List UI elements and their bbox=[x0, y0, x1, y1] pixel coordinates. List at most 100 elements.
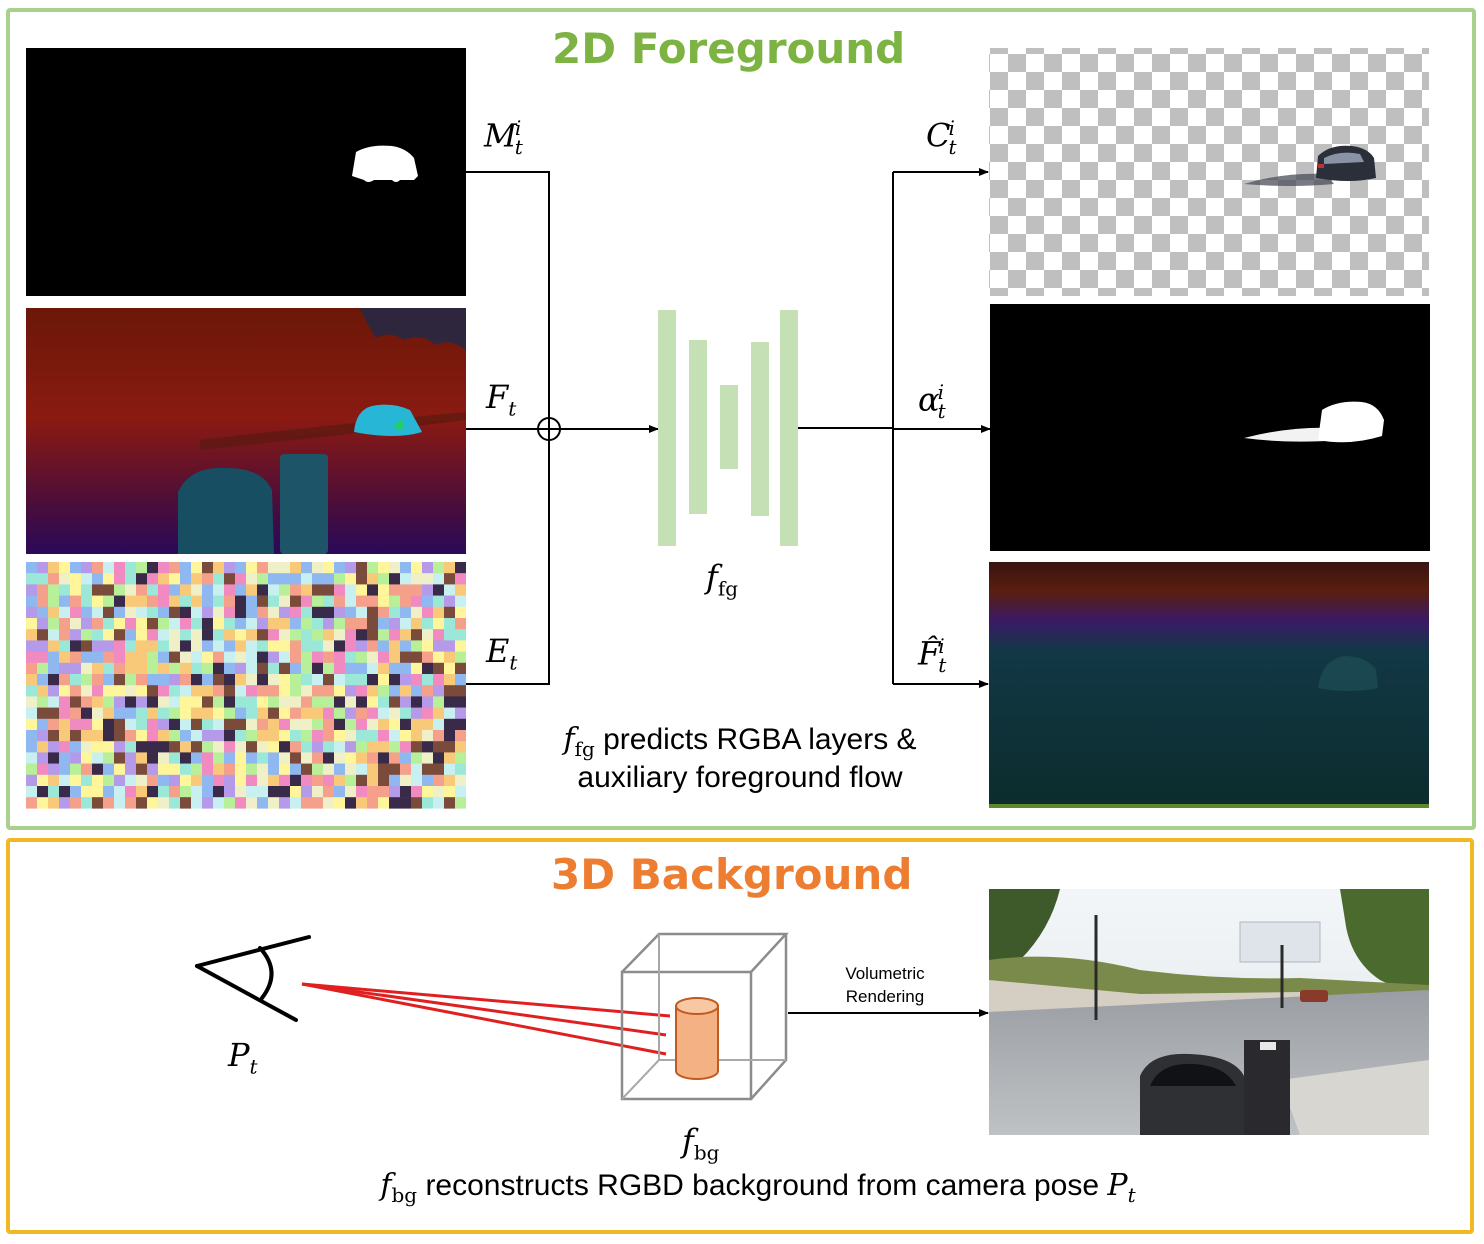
embedding-cell bbox=[26, 730, 37, 742]
embedding-cell bbox=[290, 640, 301, 652]
embedding-cell bbox=[411, 685, 422, 697]
embedding-cell bbox=[323, 629, 334, 641]
embedding-cell bbox=[323, 685, 334, 697]
embedding-cell bbox=[257, 718, 268, 731]
embedding-cell bbox=[235, 763, 246, 775]
embedding-cell bbox=[136, 651, 147, 663]
embedding-cell bbox=[26, 774, 37, 787]
embedding-cell bbox=[422, 718, 433, 731]
embedding-cell bbox=[411, 774, 422, 787]
embedding-cell bbox=[290, 595, 301, 607]
embedding-cell bbox=[312, 629, 323, 641]
embedding-cell bbox=[455, 674, 466, 686]
embedding-cell bbox=[257, 685, 268, 697]
embedding-cell bbox=[345, 718, 356, 731]
embedding-cell bbox=[180, 797, 191, 809]
embedding-cell bbox=[312, 718, 323, 731]
embedding-cell bbox=[279, 562, 290, 574]
embedding-cell bbox=[279, 741, 290, 753]
embedding-cell bbox=[422, 562, 433, 574]
embedding-cell bbox=[389, 797, 400, 809]
embedding-cell bbox=[202, 606, 213, 619]
embedding-cell bbox=[411, 763, 422, 775]
embedding-cell bbox=[125, 774, 136, 787]
embedding-cell bbox=[213, 674, 224, 686]
embedding-cell bbox=[301, 685, 312, 697]
embedding-cell bbox=[334, 685, 345, 697]
embedding-cell bbox=[92, 606, 103, 619]
embedding-cell bbox=[59, 774, 70, 787]
embedding-cell bbox=[290, 774, 301, 787]
embedding-cell bbox=[323, 786, 334, 798]
car-window bbox=[1324, 152, 1364, 164]
embedding-cell bbox=[378, 786, 389, 798]
embedding-cell bbox=[224, 763, 235, 775]
embedding-cell bbox=[301, 741, 312, 753]
embedding-cell bbox=[400, 618, 411, 630]
embedding-cell bbox=[323, 618, 334, 630]
embedding-cell bbox=[180, 584, 191, 596]
unet-bar-2 bbox=[689, 340, 707, 514]
embedding-cell bbox=[268, 674, 279, 686]
embedding-cell bbox=[92, 662, 103, 675]
embedding-cell bbox=[147, 606, 158, 619]
embedding-cell bbox=[202, 741, 213, 753]
embedding-cell bbox=[92, 595, 103, 607]
embedding-cell bbox=[455, 651, 466, 663]
embedding-cell bbox=[433, 685, 444, 697]
embedding-cell bbox=[378, 651, 389, 663]
embedding-cell bbox=[114, 797, 125, 809]
embedding-cell bbox=[301, 674, 312, 686]
embedding-cell bbox=[147, 718, 158, 731]
embedding-cell bbox=[125, 606, 136, 619]
embedding-cell bbox=[202, 595, 213, 607]
embedding-cell bbox=[334, 562, 345, 574]
embedding-cell bbox=[268, 741, 279, 753]
embedding-cell bbox=[180, 640, 191, 652]
embedding-cell bbox=[180, 741, 191, 753]
embedding-cell bbox=[169, 741, 180, 753]
embedding-cell bbox=[213, 651, 224, 663]
embedding-cell bbox=[147, 752, 158, 764]
embedding-cell bbox=[125, 763, 136, 775]
embedding-cell bbox=[59, 707, 70, 719]
embedding-cell bbox=[26, 707, 37, 719]
embedding-cell bbox=[356, 595, 367, 607]
flow-car-highlight bbox=[392, 418, 404, 430]
embedding-cell bbox=[389, 696, 400, 708]
embedding-cell bbox=[367, 763, 378, 775]
embedding-cell bbox=[312, 763, 323, 775]
embedding-cell bbox=[70, 696, 81, 708]
embedding-cell bbox=[411, 584, 422, 596]
embedding-cell bbox=[301, 640, 312, 652]
embedding-cell bbox=[235, 797, 246, 809]
embedding-cell bbox=[169, 629, 180, 641]
embedding-cell bbox=[202, 797, 213, 809]
embedding-cell bbox=[367, 662, 378, 675]
embedding-cell bbox=[433, 573, 444, 585]
embedding-cell bbox=[213, 786, 224, 798]
embedding-cell bbox=[26, 674, 37, 686]
embedding-cell bbox=[345, 606, 356, 619]
embedding-cell bbox=[290, 730, 301, 742]
embedding-cell bbox=[279, 752, 290, 764]
embedding-cell bbox=[433, 629, 444, 641]
embedding-cell bbox=[202, 651, 213, 663]
embedding-cell bbox=[180, 696, 191, 708]
embedding-cell bbox=[158, 696, 169, 708]
embedding-cell bbox=[246, 573, 257, 585]
embedding-cell bbox=[125, 797, 136, 809]
embedding-cell bbox=[213, 696, 224, 708]
embedding-cell bbox=[345, 629, 356, 641]
embedding-cell bbox=[246, 730, 257, 742]
embedding-cell bbox=[279, 573, 290, 585]
embedding-cell bbox=[235, 606, 246, 619]
embedding-cell bbox=[334, 584, 345, 596]
embedding-cell bbox=[378, 707, 389, 719]
embedding-cell bbox=[191, 606, 202, 619]
embedding-cell bbox=[147, 584, 158, 596]
embedding-cell bbox=[180, 573, 191, 585]
embedding-cell bbox=[180, 718, 191, 731]
embedding-cell bbox=[37, 741, 48, 753]
embedding-cell bbox=[114, 696, 125, 708]
